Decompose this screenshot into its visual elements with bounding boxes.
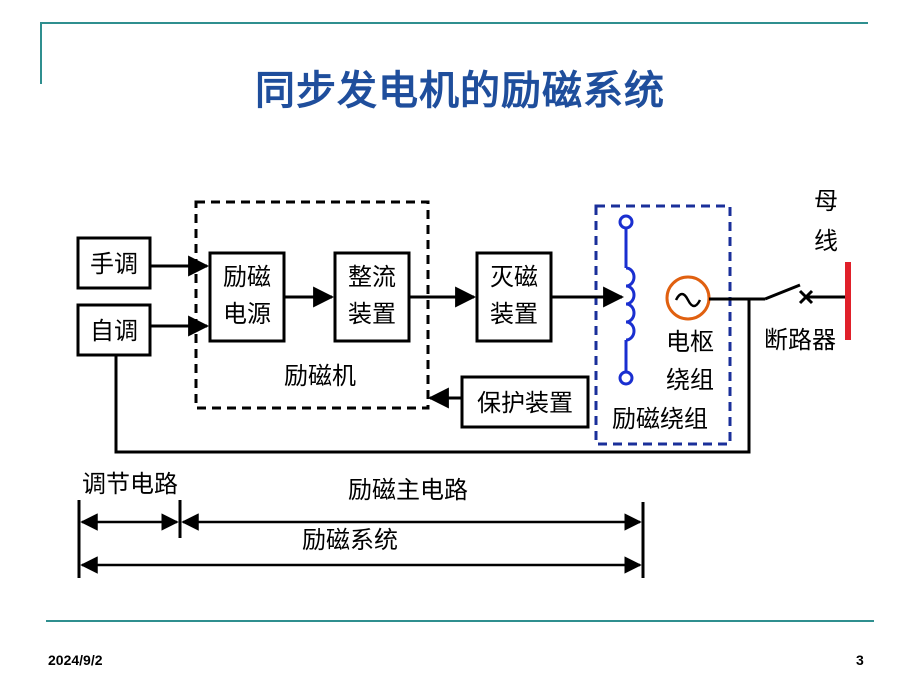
main-excitation-circuit-label: 励磁主电路	[348, 476, 468, 504]
feedback-loop-line	[114, 299, 751, 454]
protection-device-label: 保护装置	[477, 389, 573, 417]
auto-control-label: 自调	[90, 317, 138, 345]
exciter-power-label-1: 励磁	[223, 263, 271, 291]
armature-label-1: 电枢	[666, 328, 714, 356]
exciter-dashed-box	[194, 200, 430, 410]
manual-control-label: 手调	[90, 250, 138, 278]
breaker-blade	[764, 283, 801, 301]
regulation-circuit-label: 调节电路	[82, 470, 178, 498]
ac-wave-icon	[674, 292, 702, 308]
footer-date: 2024/9/2	[48, 652, 103, 668]
excitation-system-label: 励磁系统	[302, 526, 398, 554]
manual-control-box	[76, 236, 152, 290]
busbar-label-1: 母	[814, 187, 838, 215]
top-decor-line	[40, 22, 868, 24]
exciter-power-label-2: 电源	[223, 300, 271, 328]
circuit-breaker-label: 断路器	[764, 326, 836, 354]
protection-device-box	[460, 375, 590, 429]
field-winding-coil	[618, 214, 636, 386]
busbar-label-2: 线	[814, 227, 838, 255]
auto-control-box	[76, 303, 152, 357]
armature-label-2: 绕组	[666, 366, 714, 394]
field-winding-dashed-box	[594, 204, 732, 446]
field-winding-label: 励磁绕组	[612, 405, 708, 433]
de-excitation-label-1: 灭磁	[490, 263, 538, 291]
bottom-decor-line	[46, 620, 874, 622]
left-decor-line	[40, 22, 42, 84]
slide-title: 同步发电机的励磁系统	[255, 68, 665, 114]
exciter-label: 励磁机	[284, 362, 356, 390]
rectifier-label-1: 整流	[348, 263, 396, 291]
de-excitation-label-2: 装置	[490, 300, 538, 328]
rectifier-label-2: 装置	[348, 300, 396, 328]
footer-page-number: 3	[856, 652, 864, 668]
